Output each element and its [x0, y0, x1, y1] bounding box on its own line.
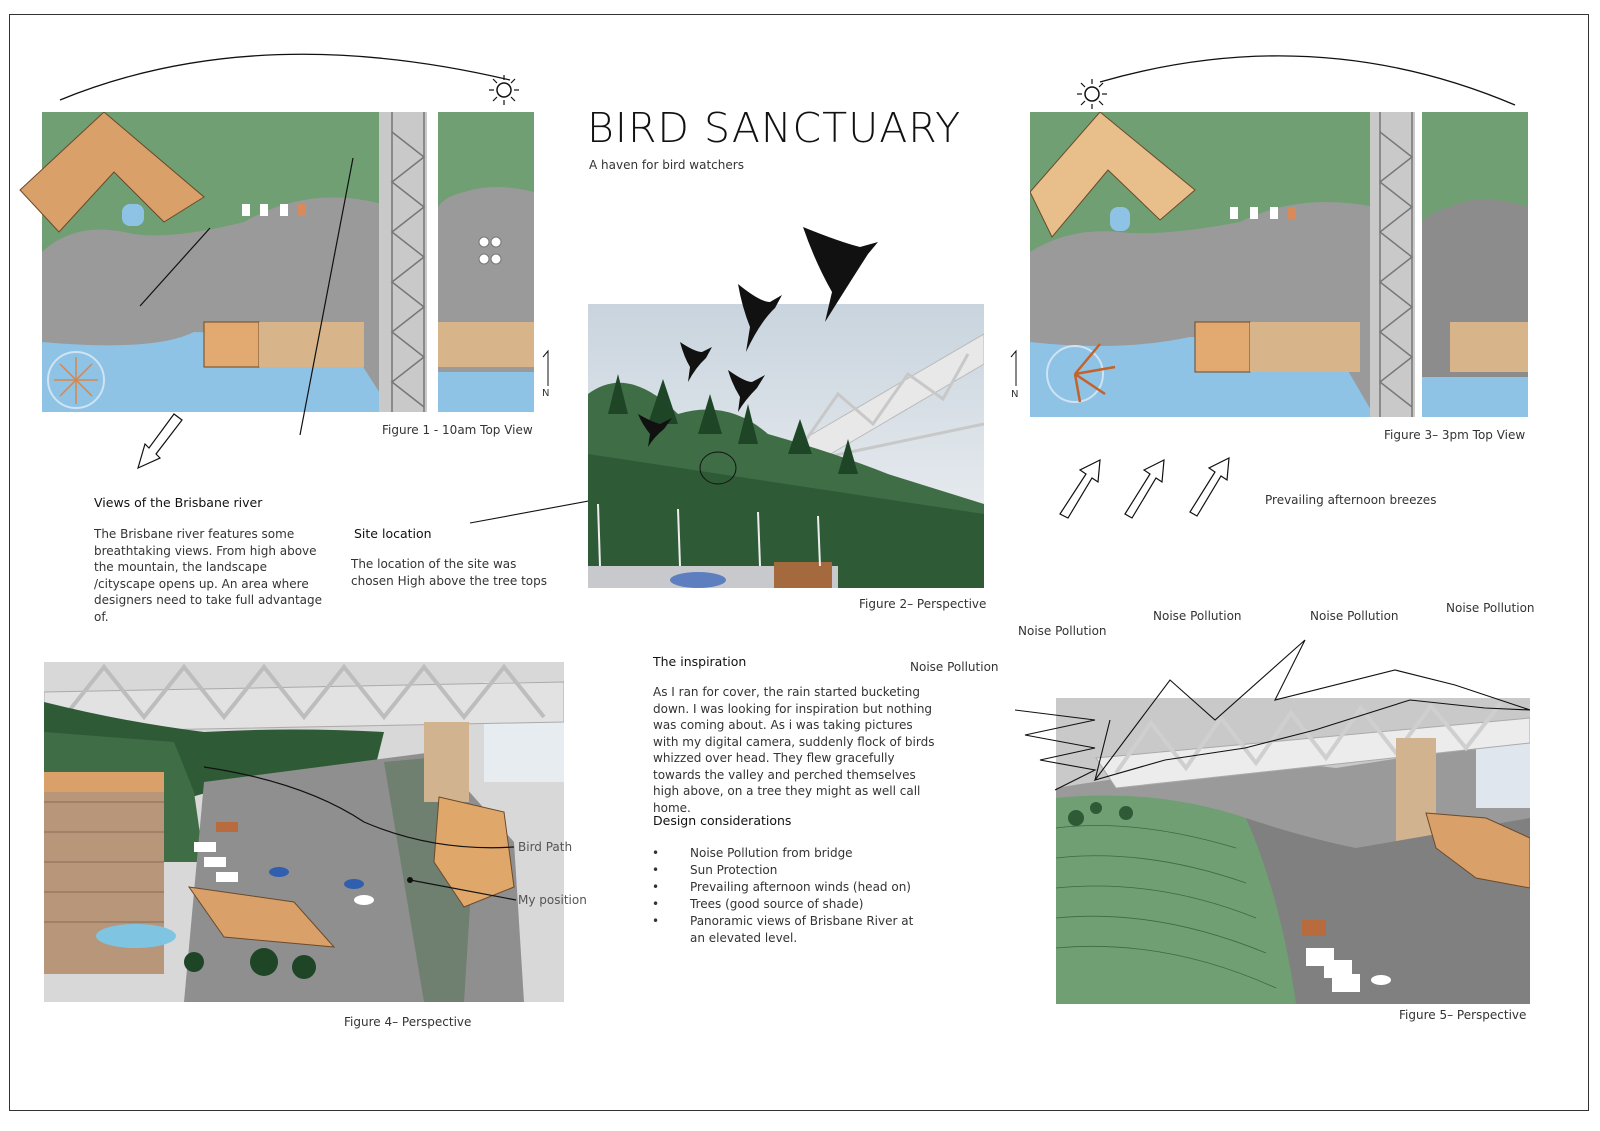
- page-title: BIRD SANCTUARY: [587, 104, 962, 152]
- view-arrow-icon: [137, 413, 183, 470]
- north-label: N: [1011, 389, 1019, 400]
- bird-path-label: Bird Path: [518, 840, 573, 854]
- site-heading: Site location: [354, 526, 432, 541]
- noise-burst-lines: [1015, 639, 1530, 791]
- sun-path-arc-right: [1099, 55, 1516, 106]
- bird-icon: [803, 227, 878, 322]
- north-arrow-icon: [1010, 349, 1017, 386]
- inspiration-heading: The inspiration: [653, 654, 747, 669]
- perspective-figure-4: [44, 662, 564, 1002]
- site-plan-10am: [19, 112, 534, 412]
- north-arrow-icon: [542, 349, 549, 386]
- bird-icon: [728, 370, 765, 412]
- figure-3-caption: Figure 3– 3pm Top View: [1384, 428, 1526, 442]
- noise-label-4: Noise Pollution: [1310, 609, 1399, 623]
- perspective-figure-2: [588, 304, 984, 588]
- list-item: Trees (good source of shade): [652, 896, 932, 913]
- sun-icon: [1077, 79, 1107, 109]
- site-plan-3pm: [1030, 112, 1528, 417]
- site-body: The location of the site was chosen High…: [351, 557, 547, 588]
- figure-4-caption: Figure 4– Perspective: [344, 1015, 472, 1029]
- noise-label-5: Noise Pollution: [1446, 601, 1535, 615]
- bird-icon: [638, 414, 672, 447]
- noise-label-3: Noise Pollution: [1153, 609, 1242, 623]
- views-heading: Views of the Brisbane river: [94, 495, 263, 510]
- wind-arrow-icon: [1059, 458, 1101, 519]
- noise-label-2: Noise Pollution: [1018, 624, 1107, 638]
- noise-label-1: Noise Pollution: [910, 660, 999, 674]
- wind-arrow-icon: [1124, 458, 1165, 519]
- wind-arrows: [1059, 456, 1230, 519]
- my-position-label: My position: [518, 893, 587, 907]
- page-subtitle: A haven for bird watchers: [589, 158, 744, 172]
- sun-path-arc-left: [59, 53, 511, 101]
- inspiration-body: As I ran for cover, the rain started buc…: [653, 685, 935, 815]
- bird-icon: [738, 284, 782, 352]
- leader-lines-fig1: [139, 157, 354, 436]
- compass-icon: [47, 351, 105, 409]
- bird-icons: [638, 227, 878, 447]
- design-heading: Design considerations: [653, 813, 792, 828]
- breezes-label: Prevailing afternoon breezes: [1265, 493, 1437, 507]
- views-body: The Brisbane river features some breatht…: [94, 527, 323, 624]
- list-item: Panoramic views of Brisbane River at an …: [652, 913, 932, 947]
- sheet-border: [9, 14, 1589, 1111]
- figure-5-caption: Figure 5– Perspective: [1399, 1008, 1527, 1022]
- list-item: Prevailing afternoon winds (head on): [652, 879, 932, 896]
- figure-1-caption: Figure 1 - 10am Top View: [382, 423, 533, 437]
- north-label: N: [542, 388, 550, 399]
- bird-icon: [680, 342, 712, 382]
- compass-icon: [1046, 343, 1116, 403]
- list-item: Noise Pollution from bridge: [652, 845, 932, 862]
- list-item: Sun Protection: [652, 862, 932, 879]
- perspective-figure-5: [1056, 698, 1530, 1004]
- design-list: Noise Pollution from bridge Sun Protecti…: [652, 845, 932, 947]
- figure-2-caption: Figure 2– Perspective: [859, 597, 987, 611]
- wind-arrow-icon: [1189, 456, 1230, 517]
- sun-icon: [489, 75, 519, 105]
